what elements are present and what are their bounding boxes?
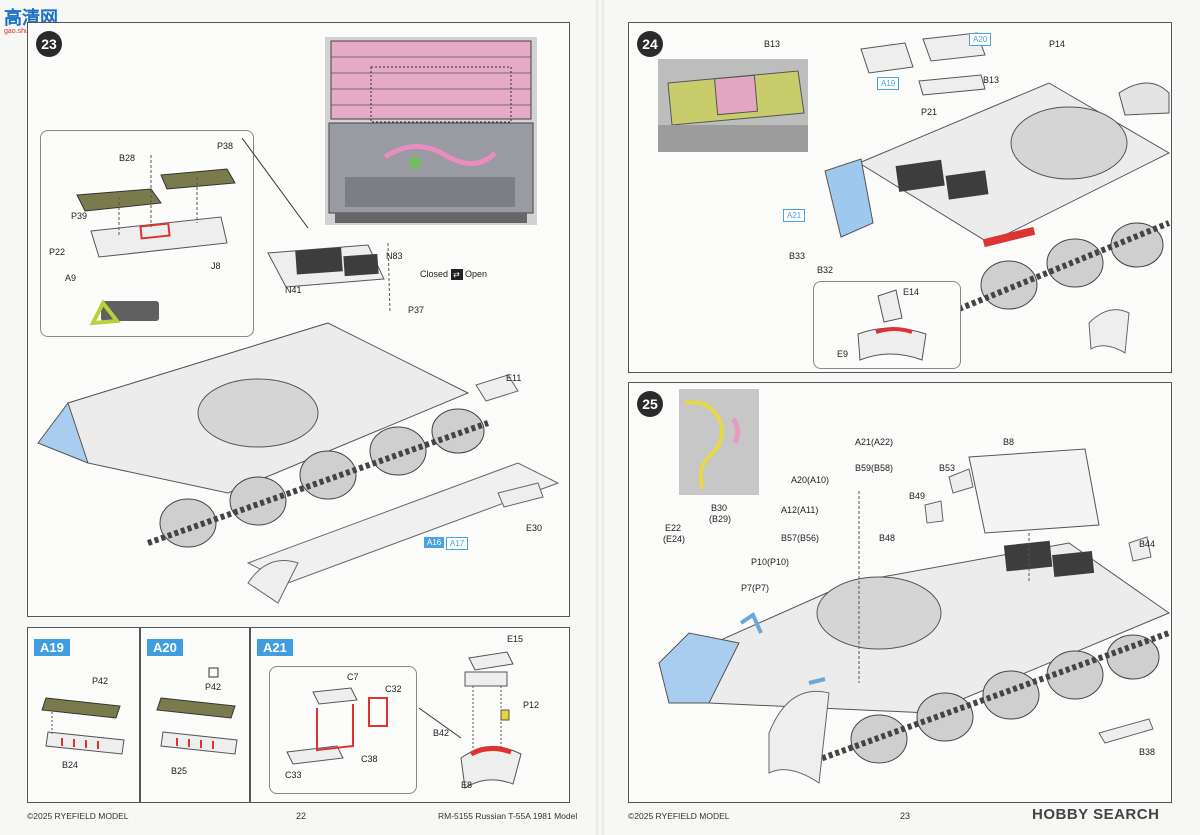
tag-a21: A21 — [783, 209, 806, 222]
logo-subtext: gao.shuai.com — [4, 28, 58, 35]
a19-p42: P42 — [92, 676, 109, 686]
label-p14: P14 — [1049, 39, 1066, 49]
grille-photo-illustration — [658, 59, 808, 152]
label-b33: B33 — [789, 251, 806, 261]
tank-hull-illustration — [37, 137, 560, 604]
tag-a16: A16 — [424, 537, 445, 548]
hatch-inset-box: B28 P38 P39 P22 A9 J8 — [40, 130, 254, 337]
e14-parts-illustration — [857, 289, 927, 361]
label-p38: P38 — [217, 141, 234, 151]
e14-inset-box — [813, 281, 961, 369]
label-b32: B32 — [817, 265, 834, 275]
right-page-number: 23 — [900, 811, 911, 821]
label-b59-b58: B59(B58) — [855, 463, 894, 473]
engine-reference-photo — [325, 37, 537, 225]
tag-a17: A17 — [446, 537, 469, 550]
a19-title: A19 — [34, 639, 70, 656]
a20-panel: A20 P42 B25 — [140, 627, 250, 803]
grille-reference-photo — [658, 59, 808, 152]
a20-title: A20 — [147, 639, 183, 656]
tank-side-illustration — [658, 448, 1171, 784]
left-footer-copyright: ©2025 RYEFIELD MODEL — [27, 811, 129, 821]
label-p39: P39 — [71, 211, 88, 221]
tank-rear-illustration — [824, 32, 1171, 354]
a21-illustration — [286, 651, 522, 789]
label-n41: N41 — [285, 285, 302, 295]
right-page: 24 — [604, 0, 1200, 835]
label-e14: E14 — [903, 287, 920, 297]
label-p7: P7(P7) — [741, 583, 770, 593]
book-gutter — [596, 0, 604, 835]
label-b57-b56: B57(B56) — [781, 533, 820, 543]
a19-panel: A19 P42 B24 — [27, 627, 140, 803]
a20-illustration — [156, 667, 238, 755]
a21-c38: C38 — [361, 754, 378, 764]
label-a20-a10: A20(A10) — [791, 475, 830, 485]
pipe-reference-photo — [679, 389, 759, 495]
hobby-search-watermark: HOBBY SEARCH — [1032, 806, 1160, 823]
left-page: 高清网 gao.shuai.com 23 — [0, 0, 596, 835]
label-b13-right: B13 — [983, 75, 1000, 85]
label-n83: N83 — [386, 251, 403, 261]
label-j8: J8 — [211, 261, 221, 271]
a21-title: A21 — [257, 639, 293, 656]
a21-panel: A21 C7 C32 C33 C38 E15 P12 B42 E8 — [250, 627, 570, 803]
a21-c32: C32 — [385, 684, 402, 694]
step-24-panel: 24 — [628, 22, 1172, 373]
label-e24: (E24) — [663, 534, 686, 544]
a20-b25: B25 — [171, 766, 188, 776]
label-p37: P37 — [408, 305, 425, 315]
step-number: 23 — [36, 31, 62, 57]
closed-label: Closed — [420, 269, 449, 279]
label-b44: B44 — [1139, 539, 1156, 549]
step-number: 25 — [637, 391, 663, 417]
pipe-photo-illustration — [679, 389, 759, 495]
label-e22: E22 — [665, 523, 682, 533]
label-b13-top: B13 — [764, 39, 781, 49]
a21-p12: P12 — [523, 700, 540, 710]
a21-c33: C33 — [285, 770, 302, 780]
right-footer-copyright: ©2025 RYEFIELD MODEL — [628, 811, 730, 821]
label-a21-a22: A21(A22) — [855, 437, 894, 447]
label-e9: E9 — [837, 349, 849, 359]
a19-b24: B24 — [62, 760, 79, 770]
label-p21: P21 — [921, 107, 938, 117]
engine-illustration — [325, 37, 537, 225]
step-23-panel: 23 — [27, 22, 570, 617]
toggle-icon: ⇄ — [450, 269, 463, 280]
a21-e8: E8 — [461, 780, 473, 790]
label-b29: (B29) — [709, 514, 732, 524]
step-25-panel: 25 — [628, 382, 1172, 803]
label-b49: B49 — [909, 491, 926, 501]
step-number: 24 — [637, 31, 663, 57]
label-p10: P10(P10) — [751, 557, 790, 567]
label-e30: E30 — [526, 523, 543, 533]
a21-e15: E15 — [507, 634, 524, 644]
label-b48: B48 — [879, 533, 896, 543]
tag-a19: A19 — [877, 77, 900, 90]
left-footer-model: RM-5155 Russian T-55A 1981 Model — [438, 811, 578, 821]
label-b38: B38 — [1139, 747, 1156, 757]
label-p22: P22 — [49, 247, 66, 257]
tag-a20: A20 — [969, 33, 992, 46]
a21-inset-box — [269, 666, 417, 794]
label-b53: B53 — [939, 463, 956, 473]
label-a12-a11: A12(A11) — [781, 505, 819, 515]
a21-b42: B42 — [433, 728, 450, 738]
a20-p42: P42 — [205, 682, 222, 692]
label-a9: A9 — [65, 273, 77, 283]
open-label: Open — [465, 269, 488, 279]
label-b28: B28 — [119, 153, 136, 163]
a21-c7: C7 — [347, 672, 359, 682]
label-b8: B8 — [1003, 437, 1015, 447]
label-e11: E11 — [506, 373, 522, 383]
a19-illustration — [41, 697, 125, 755]
hatch-parts-illustration — [76, 155, 236, 326]
closed-open-legend: Closed ⇄ Open — [420, 269, 487, 280]
label-b30: B30 — [711, 503, 728, 513]
left-page-number: 22 — [296, 811, 307, 821]
